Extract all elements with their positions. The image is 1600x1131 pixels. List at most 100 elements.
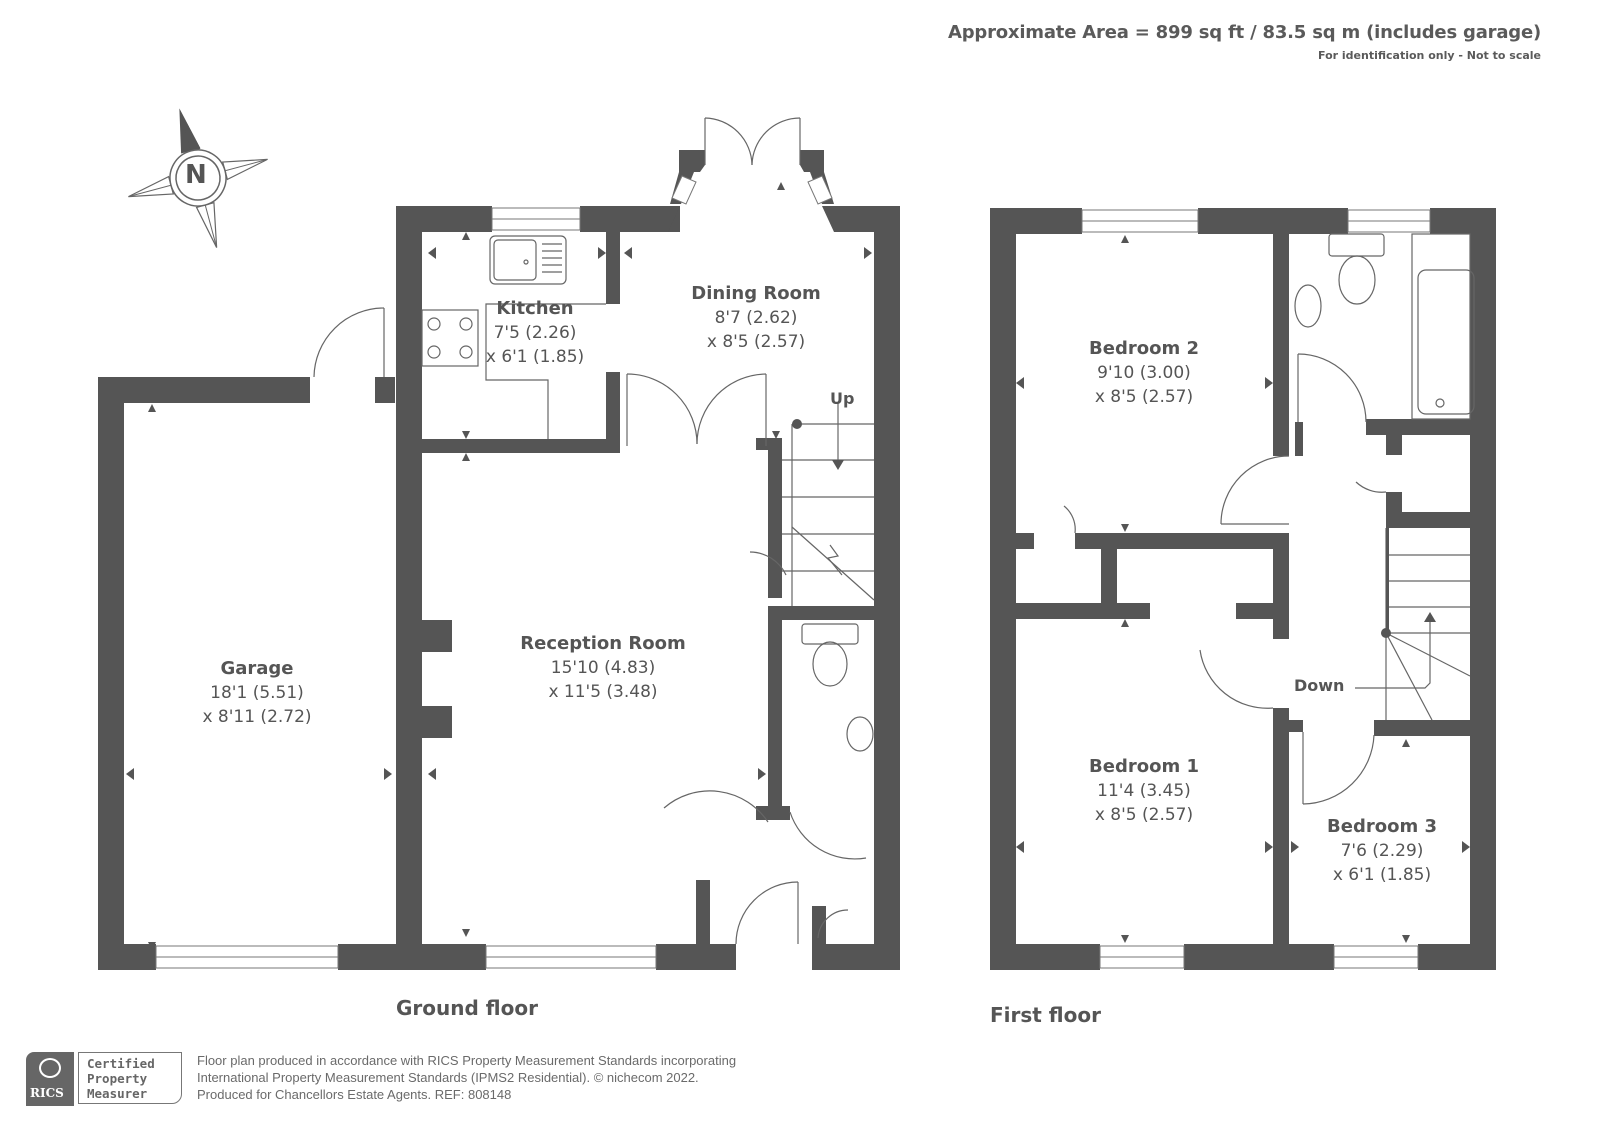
rics-logo: RICS [26,1052,74,1106]
bath-wc-bowl [1338,255,1376,305]
reception-south-wall-left [396,944,486,970]
wc-cistern [801,623,859,645]
airing-door-swing [1355,481,1387,493]
certified-measurer-box: Certified Property Measurer [78,1052,182,1104]
kitchen-east-partition-top [606,232,620,304]
ff-north-wall-a [990,208,1082,234]
garage-door-swing [313,307,385,378]
ff-north-wall-b [1198,208,1348,234]
bed2-east-wall [1273,234,1289,456]
kitchen-east-partition-bottom [606,372,620,450]
ff-south-wall-c [1418,944,1496,970]
reception-door-swing [663,790,769,823]
first-floor-label: First floor [990,1003,1101,1027]
room-bedroom-2: Bedroom 2 9'10 (3.00) x 8'5 (2.57) [1089,338,1199,407]
bay-window-west [671,175,697,205]
room-bedroom-1: Bedroom 1 11'4 (3.45) x 8'5 (2.57) [1089,756,1199,825]
kitchen-hob [421,309,479,367]
double-door-right-swing [696,373,767,445]
ff-south-wall-b [1184,944,1334,970]
down-arrow-line [1355,620,1431,689]
bay-window-east [807,175,833,205]
bathroom-door-swing [1297,353,1367,423]
airing-cupboard-jamb-top [1386,435,1402,455]
landing-cupboard-wall [1273,549,1289,639]
garage-south-wall-right [338,944,400,970]
hob-ring [459,345,473,359]
kitchen-north-wall-left [396,206,492,232]
double-door-left-swing [626,373,698,445]
wc-west-wall [768,606,782,816]
room-bedroom-3: Bedroom 3 7'6 (2.29) x 6'1 (1.85) [1327,816,1437,885]
bed1-north-wall-a [1016,603,1150,619]
stair-markers [792,419,1436,638]
kitchen-worktop [485,303,606,439]
stair-partition-cap [756,438,782,450]
bath-surround [1411,233,1471,420]
stairs-down-label: Down [1294,676,1345,695]
bed3-north-wall [1374,720,1496,736]
sink-drain [523,259,529,265]
porch-cupboard-wall [812,906,826,946]
cupboard-partition [1101,549,1117,611]
bed1-door-swing [1199,649,1274,709]
chimney-breast-bottom [422,706,452,738]
french-door-left-swing [704,117,753,166]
bathroom-basin [1294,284,1322,328]
stair-break-symbol [826,544,843,576]
approximate-area: Approximate Area = 899 sq ft / 83.5 sq m… [947,22,1541,43]
kitchen-sink [489,235,567,285]
walls [98,150,1496,970]
stairs-up-label: Up [830,389,855,408]
room-dining: Dining Room 8'7 (2.62) x 8'5 (2.57) [691,283,821,352]
ff-stair-winder [1385,632,1471,677]
chimney-breast-top [422,620,452,652]
bed2-door-swing [1220,455,1290,525]
main-east-wall [874,206,900,970]
hob-ring [459,317,473,331]
footer-credits: Floor plan produced in accordance with R… [197,1053,737,1102]
bed1-east-wall [1273,708,1289,970]
garage-north-wall [98,377,310,403]
bath-wc-cistern [1328,233,1385,257]
bathroom-door-jamb [1295,422,1303,456]
bathroom-south-wall [1366,419,1496,435]
french-door-right-swing [751,117,801,166]
ff-stair-rail [1386,528,1389,634]
wc-bowl [812,641,848,687]
bed2-cupboard-swing [1063,505,1076,534]
bath-drain [1435,398,1445,408]
sink-bowl [493,239,537,281]
disclaimer: For identification only - Not to scale [1318,49,1541,62]
garage-west-wall [98,377,124,970]
ground-floor-label: Ground floor [396,996,538,1020]
bed2-south-wall-a [1016,533,1034,549]
bed3-door-jamb [1289,720,1303,732]
ff-south-wall-a [990,944,1100,970]
wc-north-wall [768,606,900,620]
room-garage: Garage 18'1 (5.51) x 8'11 (2.72) [202,658,312,727]
porch-south-wall [812,944,900,970]
stair-west-partition [768,438,782,598]
airing-cupboard-south-wall [1386,512,1496,528]
main-west-wall [396,206,422,970]
bathtub [1417,269,1475,415]
dining-bay-west-base [620,206,680,232]
hob-ring [427,317,441,331]
header: Approximate Area = 899 sq ft / 83.5 sq m… [948,22,1541,62]
room-reception: Reception Room 15'10 (4.83) x 11'5 (3.48… [520,633,686,702]
rics-lion-icon [39,1058,61,1078]
fixtures [313,117,1475,945]
understairs-door-swing [749,551,787,576]
bed2-south-wall-b [1075,533,1289,549]
down-arrowhead [1424,612,1436,622]
north-compass-icon [128,108,268,248]
wc-basin [846,716,874,752]
front-door-swing [735,881,799,945]
windows [155,175,1431,969]
reception-south-wall-right [656,944,736,970]
hob-ring [427,345,441,359]
up-arrowhead [832,460,844,470]
ff-west-wall [990,208,1016,970]
